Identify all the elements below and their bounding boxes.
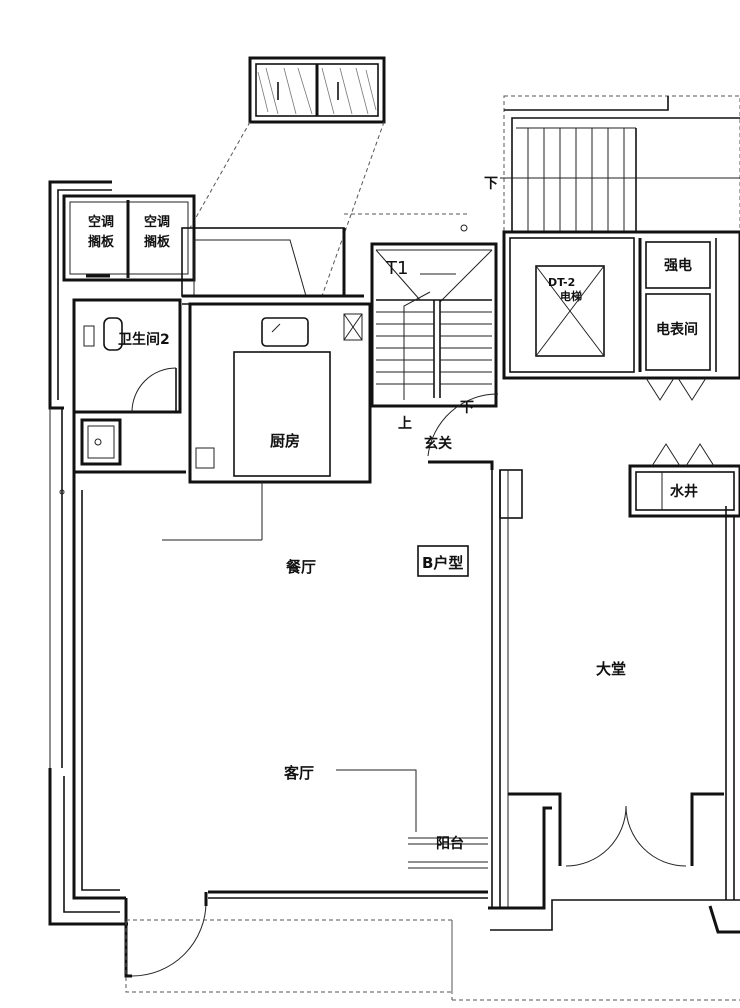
balcony-label: 阳台 <box>436 835 464 852</box>
elevator-shaft <box>502 230 740 401</box>
exterior-wall-left <box>48 180 128 926</box>
lobby-label: 大堂 <box>596 660 626 678</box>
ac-ledge-block <box>62 194 196 282</box>
balcony-top-strip <box>181 213 470 305</box>
elevator-line1: DT-2 <box>548 276 575 289</box>
unit-tag-box <box>417 545 469 577</box>
unit-lobby-partition <box>491 469 735 909</box>
bathroom-label: 卫生间2 <box>118 331 170 348</box>
ac-left-line1: 空调 <box>88 214 114 230</box>
ac-left-line2: 搁板 <box>88 234 115 250</box>
kitchen-label: 厨房 <box>270 432 300 450</box>
unit-tag-label: B户型 <box>422 554 463 572</box>
living-label: 客厅 <box>283 764 314 782</box>
entrance-label: 玄关 <box>424 435 452 452</box>
living-bottom-wall <box>124 890 740 1001</box>
marker-dot <box>59 489 65 495</box>
stair-down-label-2: 下 <box>484 176 498 192</box>
water-well-label: 水井 <box>670 483 698 500</box>
entrance-door <box>427 393 499 470</box>
stair-down-label-1: 下 <box>460 400 474 416</box>
bathroom-outline <box>72 298 186 480</box>
kitchen-outline <box>162 302 372 541</box>
elevator-line2: 电梯 <box>560 289 582 303</box>
strong-well-label: 强电 <box>664 257 692 274</box>
water-well <box>628 443 740 518</box>
ac-ledge-right-label: 空调 搁板 <box>144 214 175 250</box>
exterior-stair-top <box>500 95 740 233</box>
ac-right-line2: 搁板 <box>144 234 171 250</box>
stair-t1 <box>370 242 498 408</box>
stair-tag: T1 <box>385 258 408 279</box>
meter-room-label: 电表间 <box>656 321 698 338</box>
window-detail-inset <box>189 56 386 297</box>
marker-dot <box>460 224 468 232</box>
ac-right-line1: 空调 <box>144 214 170 230</box>
lobby-double-door <box>488 792 740 934</box>
stair-up-label: 上 <box>398 416 412 432</box>
ac-ledge-left-label: 空调 搁板 <box>88 214 119 250</box>
balcony-leader <box>336 769 488 869</box>
elevator-label: DT-2 电梯 <box>548 276 582 303</box>
dining-label: 餐厅 <box>286 558 316 576</box>
